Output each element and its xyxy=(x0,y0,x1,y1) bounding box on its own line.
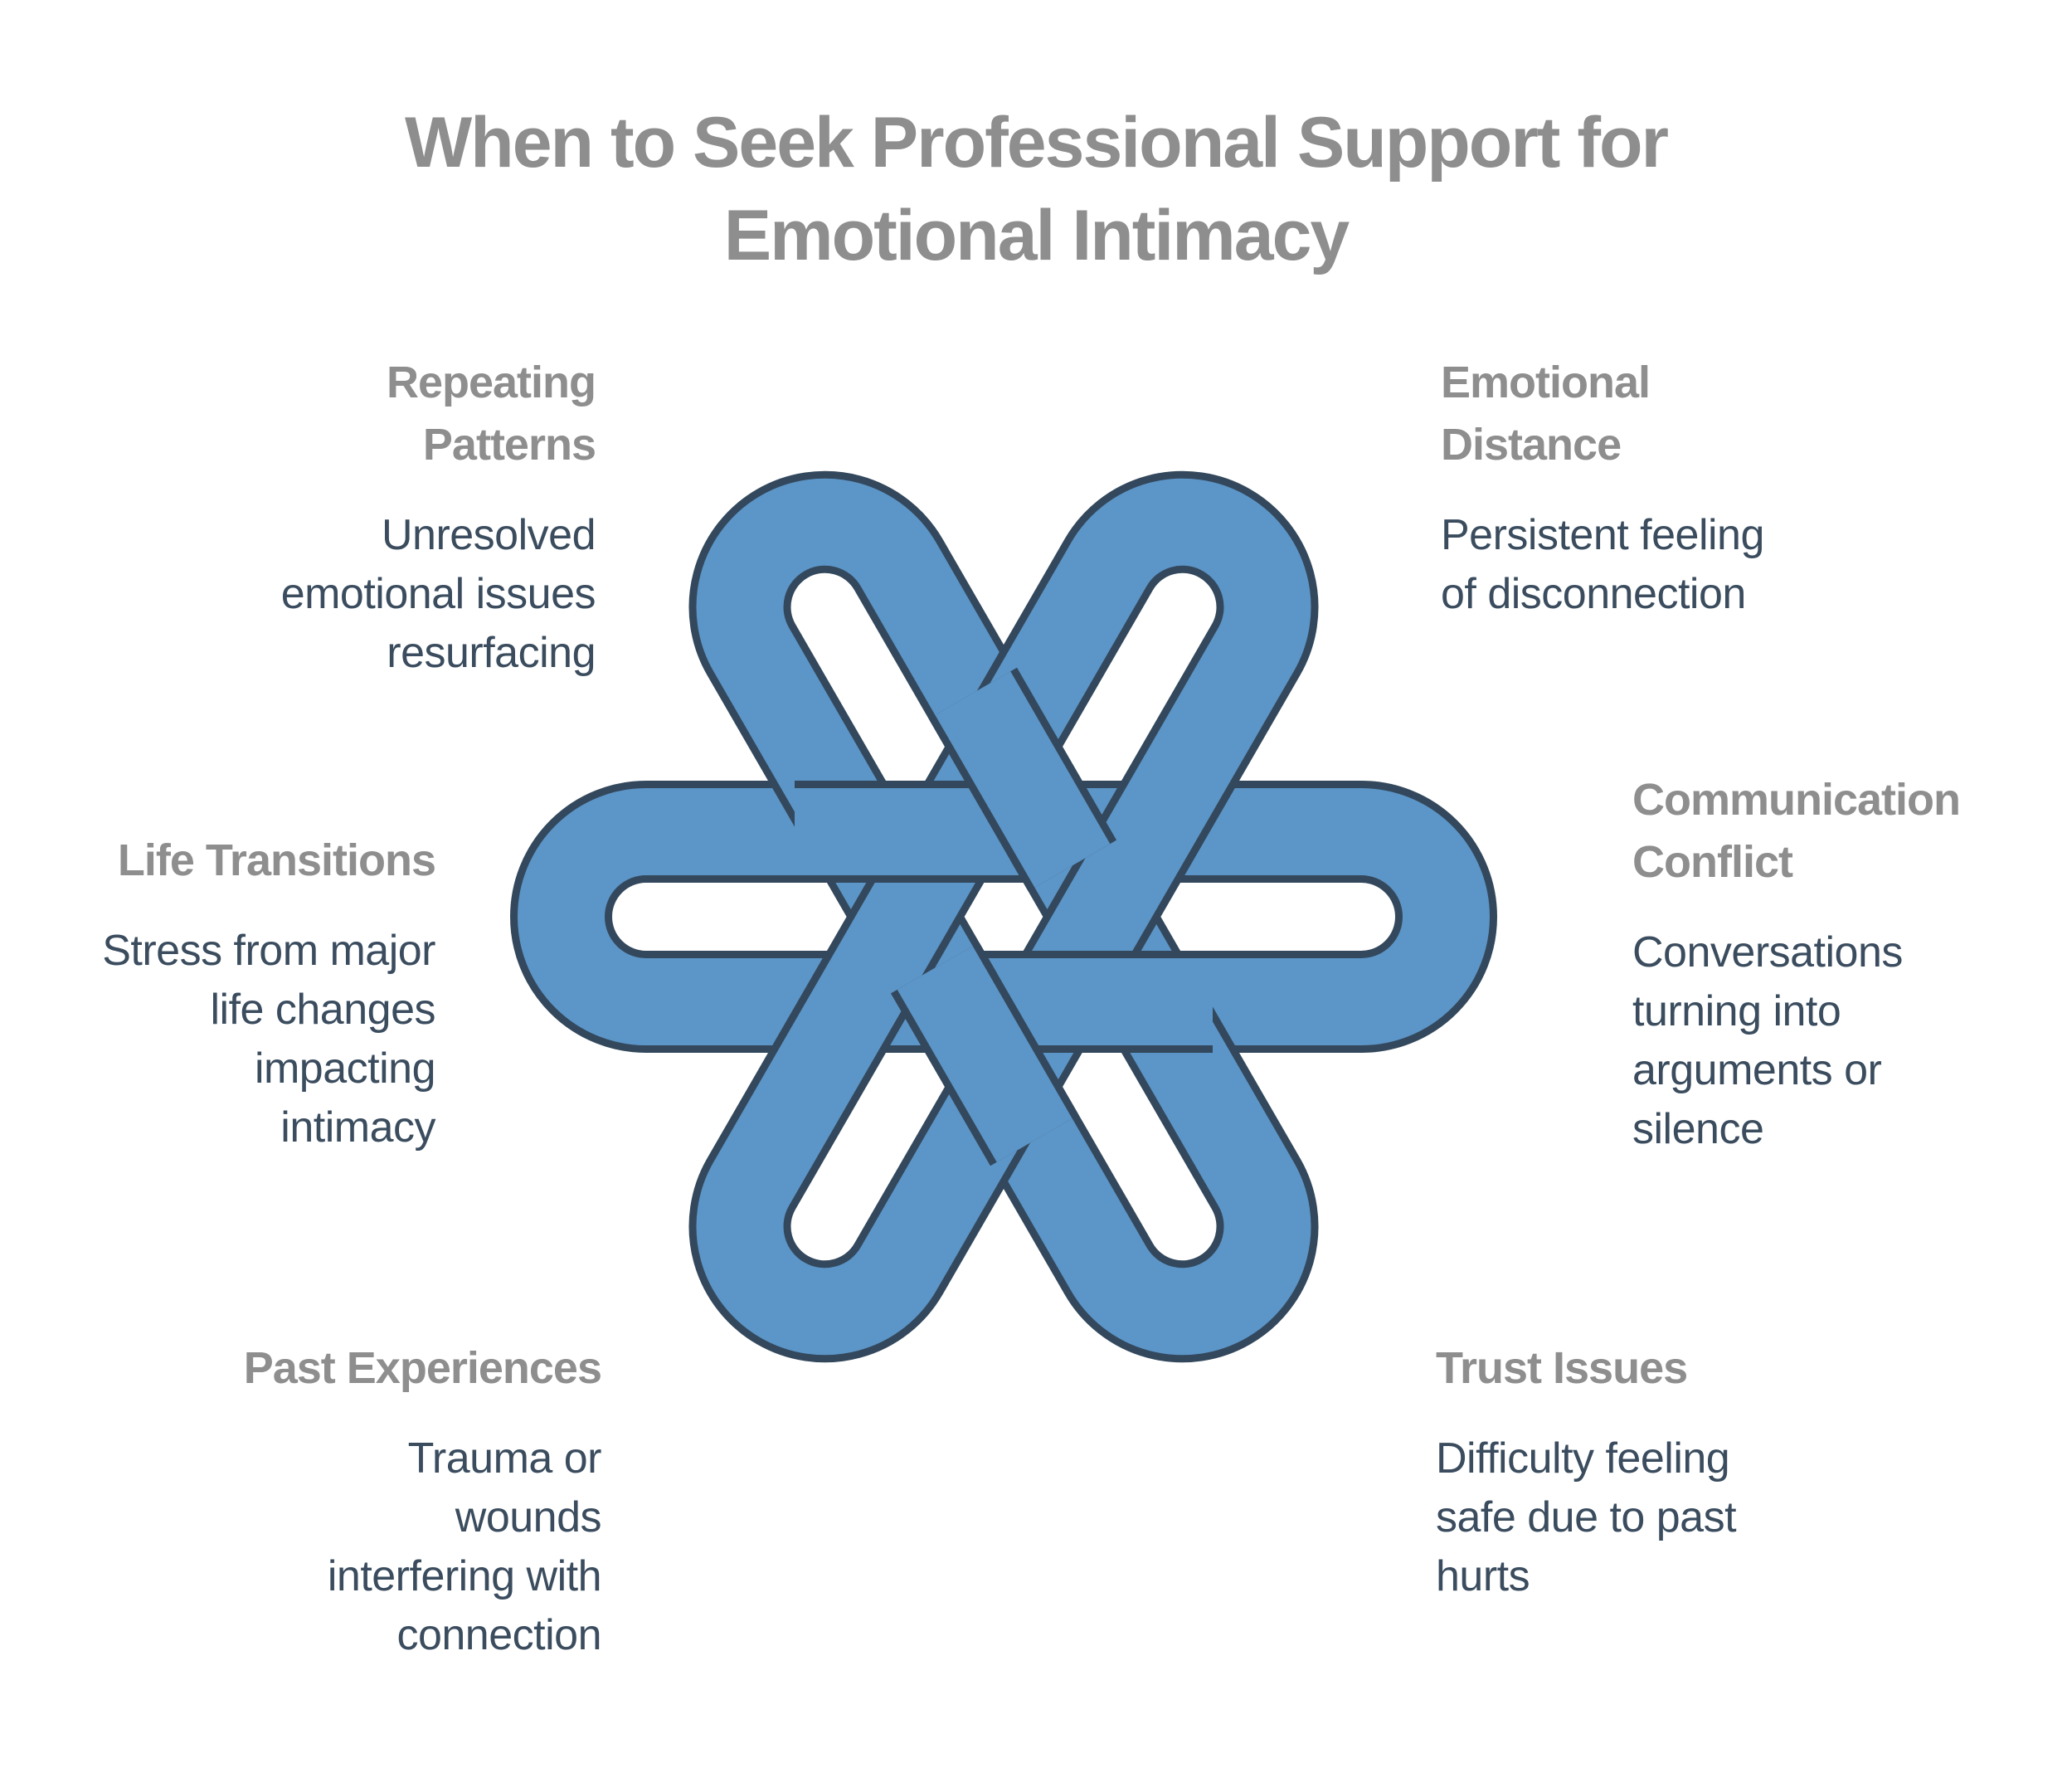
weave-patch-heart-bottom-band xyxy=(897,946,1072,1162)
section-body-emotional-distance: Persistent feeling of disconnection xyxy=(1441,511,1764,618)
section-heading-emotional-distance: Emotional Distance xyxy=(1441,358,1651,470)
loop-ring-diagonal-1-band xyxy=(696,478,1311,1356)
weave-patch-heart-bottom xyxy=(890,942,1079,1166)
section-body-past-experiences: Trauma or wounds interfering with connec… xyxy=(327,1434,602,1659)
loop-ring-horizontal xyxy=(510,781,1497,1053)
loop-ring-diagonal-2-outline xyxy=(688,470,1319,1363)
page-title: When to Seek Professional Support for Em… xyxy=(405,103,1669,275)
loop-ring-diagonal-2-band xyxy=(696,478,1311,1356)
section-body-trust-issues: Difficulty feeling safe due to past hurt… xyxy=(1436,1434,1737,1600)
section-trust-issues: Trust Issues Difficulty feeling safe due… xyxy=(1436,1337,1900,1606)
loop-ring-diagonal-1 xyxy=(688,470,1319,1363)
section-heading-communication-conflict: Communication Conflict xyxy=(1632,775,1961,887)
section-emotional-distance: Emotional Distance Persistent feeling of… xyxy=(1441,352,1905,624)
section-body-communication-conflict: Conversations turning into arguments or … xyxy=(1632,928,1903,1153)
section-past-experiences: Past Experiences Trauma or wounds interf… xyxy=(137,1337,602,1665)
weave-patch-heart-top-band xyxy=(935,671,1111,888)
weave-patch-heart-top xyxy=(928,667,1117,892)
section-heading-past-experiences: Past Experiences xyxy=(243,1343,602,1393)
section-life-transitions: Life Transitions Stress from major life … xyxy=(21,830,436,1157)
loop-ring-horizontal-band xyxy=(518,788,1490,1045)
section-body-life-transitions: Stress from major life changes impacting… xyxy=(102,927,435,1152)
loop-ring-diagonal-2 xyxy=(688,470,1319,1363)
section-heading-repeating-patterns: Repeating Patterns xyxy=(386,358,596,470)
section-heading-trust-issues: Trust Issues xyxy=(1436,1343,1688,1393)
loop-ring-diagonal-1-outline xyxy=(688,470,1319,1363)
section-repeating-patterns: Repeating Patterns Unresolved emotional … xyxy=(131,352,596,683)
section-body-repeating-patterns: Unresolved emotional issues resurfacing xyxy=(280,511,596,677)
section-heading-life-transitions: Life Transitions xyxy=(117,835,436,885)
section-communication-conflict: Communication Conflict Conversations tur… xyxy=(1632,769,2064,1159)
knot-graphic xyxy=(510,470,1497,1363)
